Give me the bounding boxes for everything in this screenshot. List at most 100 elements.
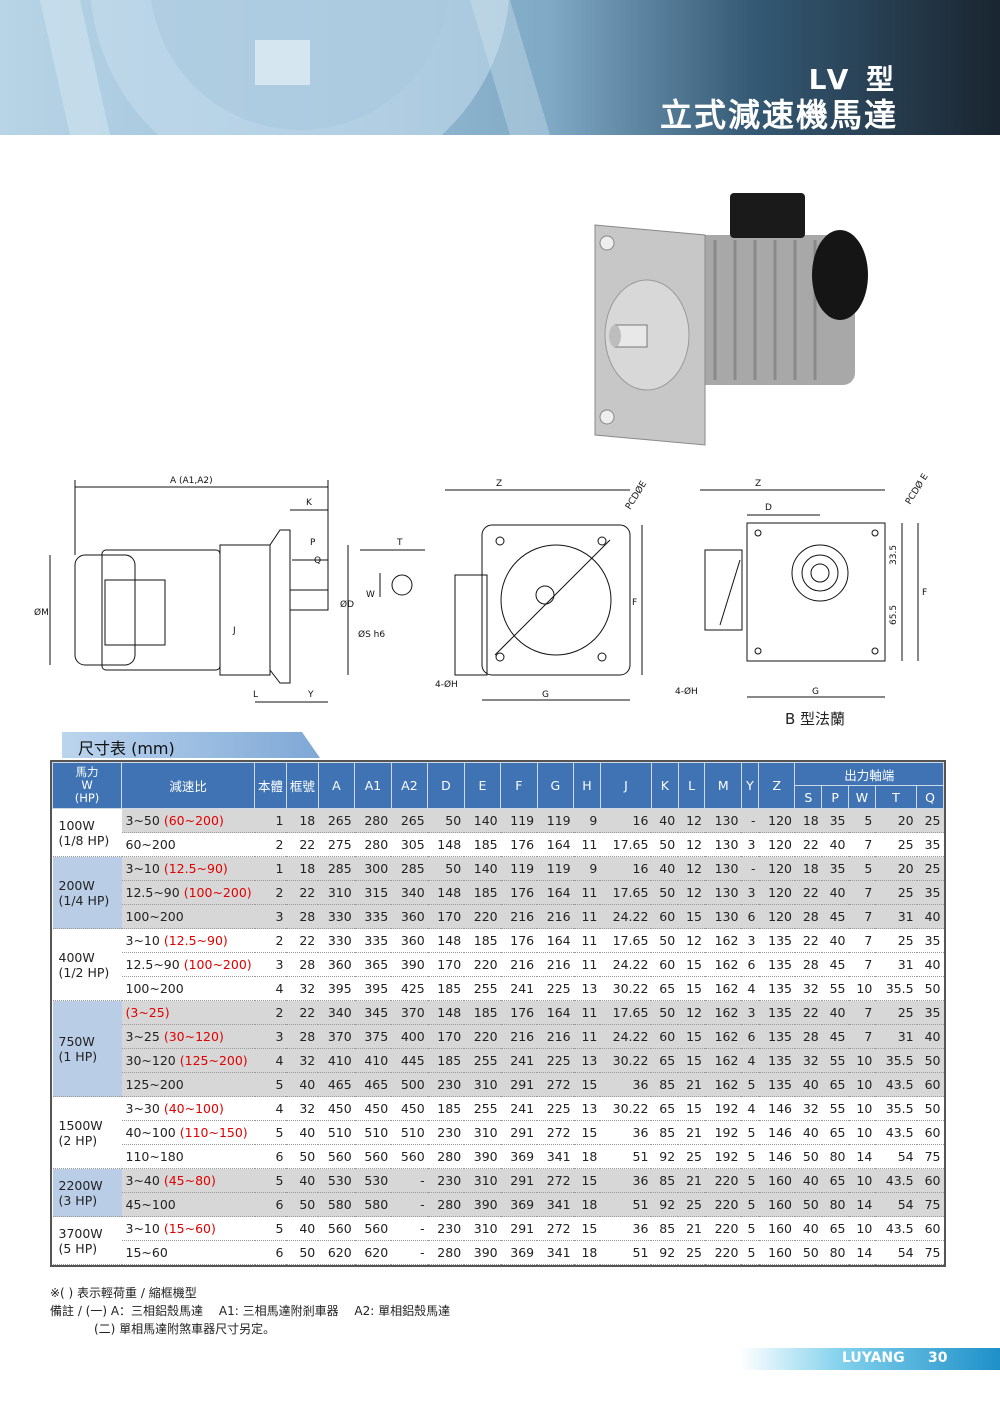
power-cell: 750W (1 HP) (52, 1000, 122, 1097)
table-cell: 160 (758, 1192, 795, 1217)
table-cell: 510 (354, 1120, 392, 1145)
table-cell: 22 (794, 832, 822, 857)
power-cell: 200W (1/4 HP) (52, 856, 122, 929)
table-cell: 22 (794, 1000, 822, 1025)
table-cell: 35 (821, 808, 849, 833)
col-j: J (599, 762, 652, 809)
table-cell: 40 (821, 880, 849, 905)
table-cell: 345 (354, 1000, 392, 1025)
table-cell: 369 (500, 1192, 538, 1217)
table-cell: 510 (391, 1120, 428, 1145)
ratio-value: 45~100 (125, 1197, 176, 1212)
ratio-cell: 3~30 (40~100) (121, 1096, 255, 1121)
table-cell: 341 (537, 1240, 574, 1265)
table-cell: 164 (537, 832, 574, 857)
table-cell: 25 (875, 832, 917, 857)
light-load-ratio: (110~150) (179, 1125, 248, 1140)
table-cell: 36 (600, 1072, 652, 1097)
table-cell: 14 (848, 1192, 876, 1217)
table-cell: 4 (254, 1096, 287, 1121)
footer-brand: LUYANG (842, 1350, 905, 1366)
table-cell: 5 (741, 1120, 759, 1145)
table-cell: 7 (848, 928, 876, 953)
table-cell: 450 (318, 1096, 355, 1121)
table-cell: 120 (758, 880, 795, 905)
table-cell: 65 (821, 1216, 849, 1241)
svg-text:ØS h6: ØS h6 (358, 629, 385, 640)
table-cell: 280 (354, 808, 392, 833)
table-cell: 285 (391, 856, 428, 881)
ratio-value: 3~25 (125, 1029, 160, 1044)
table-cell: 22 (286, 928, 319, 953)
table-cell: 620 (318, 1240, 355, 1265)
table-cell: 32 (794, 1096, 822, 1121)
table-cell: 65 (821, 1072, 849, 1097)
table-cell: 580 (354, 1192, 392, 1217)
table-cell: 75 (916, 1240, 944, 1265)
table-cell: 80 (821, 1144, 849, 1169)
table-cell: 146 (758, 1144, 795, 1169)
table-cell: 370 (391, 1000, 428, 1025)
table-cell: 60 (651, 952, 679, 977)
table-cell: 225 (537, 1096, 574, 1121)
table-cell: 14 (848, 1144, 876, 1169)
table-cell: 43.5 (875, 1120, 917, 1145)
table-cell: 40 (916, 904, 944, 929)
table-cell: 265 (318, 808, 355, 833)
table-cell: 365 (354, 952, 392, 977)
table-cell: 162 (704, 1048, 742, 1073)
table-cell: 14 (848, 1240, 876, 1265)
table-cell: 32 (286, 976, 319, 1001)
table-cell: 130 (704, 832, 742, 857)
table-cell: 285 (318, 856, 355, 881)
table-cell: 315 (354, 880, 392, 905)
table-cell: 220 (464, 904, 501, 929)
table-cell: 21 (678, 1072, 705, 1097)
table-cell: 5 (741, 1072, 759, 1097)
table-cell: 4 (254, 1048, 287, 1073)
svg-text:F: F (632, 598, 637, 608)
table-cell: 6 (741, 904, 759, 929)
table-cell: 36 (600, 1168, 652, 1193)
col-q: Q (916, 785, 944, 809)
ratio-value: 12.5~90 (125, 957, 180, 972)
table-cell: 162 (704, 1000, 742, 1025)
table-cell: 216 (537, 904, 574, 929)
table-cell: 50 (916, 976, 944, 1001)
table-cell: 31 (875, 904, 917, 929)
table-cell: 170 (427, 952, 465, 977)
table-cell: 465 (354, 1072, 392, 1097)
col-m: M (704, 762, 742, 809)
table-cell: 5 (848, 808, 876, 833)
table-cell: 54 (875, 1192, 917, 1217)
table-cell: 22 (794, 880, 822, 905)
table-cell: 340 (391, 880, 428, 905)
table-cell: 185 (464, 832, 501, 857)
svg-text:L: L (253, 690, 258, 700)
table-cell: 162 (704, 976, 742, 1001)
table-cell: 50 (651, 1000, 679, 1025)
power-cell: 3700W (5 HP) (52, 1216, 122, 1265)
table-cell: 40 (821, 928, 849, 953)
table-cell: 310 (464, 1120, 501, 1145)
table-cell: 11 (573, 904, 601, 929)
table-cell: 185 (464, 880, 501, 905)
table-cell: 500 (391, 1072, 428, 1097)
svg-text:4-ØH: 4-ØH (675, 686, 698, 697)
table-cell: 35 (821, 856, 849, 881)
table-cell: 15 (573, 1072, 601, 1097)
col-e: E (463, 762, 502, 809)
table-cell: 220 (704, 1216, 742, 1241)
col-g: G (536, 762, 575, 809)
ratio-value: 40~100 (125, 1125, 176, 1140)
table-cell: 170 (427, 1024, 465, 1049)
table-cell: 50 (427, 808, 465, 833)
table-cell: 5 (741, 1144, 759, 1169)
svg-text:D: D (765, 503, 772, 513)
table-cell: 35.5 (875, 1048, 917, 1073)
table-cell: - (741, 808, 759, 833)
table-cell: 32 (794, 976, 822, 1001)
table-cell: 15 (678, 904, 705, 929)
